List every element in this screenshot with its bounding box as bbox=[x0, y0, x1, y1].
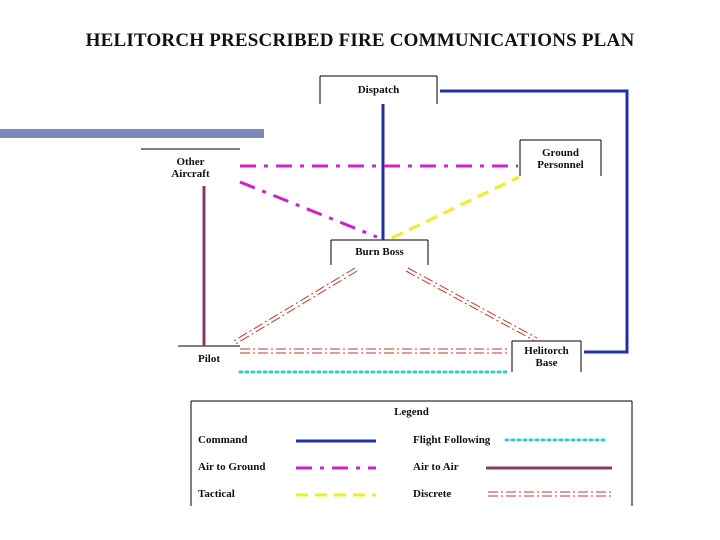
air-to-ground-other-aircraft-to-burn-boss bbox=[239, 180, 378, 239]
discrete-burn-boss-to-helitorch-base-b bbox=[405, 270, 536, 342]
discrete-burn-boss-to-helitorch-base-a bbox=[407, 267, 538, 339]
legend-label-command: Command bbox=[198, 434, 248, 446]
node-dispatch: Dispatch bbox=[320, 84, 437, 96]
legend-label-air-to-air: Air to Air bbox=[413, 461, 459, 473]
legend-label-tactical: Tactical bbox=[198, 488, 235, 500]
node-frames bbox=[141, 75, 602, 372]
legend-label-flight-following: Flight Following bbox=[413, 434, 491, 446]
legend-label-air-to-ground: Air to Ground bbox=[198, 461, 266, 473]
legend-heading: Legend bbox=[394, 406, 429, 418]
node-dispatch-label: Dispatch bbox=[357, 84, 400, 96]
discrete-links bbox=[231, 267, 538, 354]
node-other-aircraft-label-line2: Aircraft bbox=[171, 168, 210, 180]
legend-box bbox=[190, 400, 633, 506]
node-helitorch-base-label-line1: Helitorch bbox=[524, 345, 569, 357]
node-ground-personnel-label-line1: Ground bbox=[541, 147, 580, 159]
tactical-links bbox=[391, 175, 520, 240]
page-title: HELITORCH PRESCRIBED FIRE COMMUNICATIONS… bbox=[85, 30, 635, 51]
accent-bar bbox=[0, 129, 264, 138]
legend-label-discrete: Discrete bbox=[413, 488, 452, 500]
node-helitorch-base: Helitorch Base bbox=[512, 345, 581, 369]
node-burn-boss: Burn Boss bbox=[331, 246, 428, 258]
node-other-aircraft: Other Aircraft bbox=[141, 156, 240, 180]
command-links bbox=[381, 89, 629, 354]
node-pilot: Pilot bbox=[178, 353, 240, 365]
discrete-burn-boss-to-pilot-b bbox=[233, 270, 358, 346]
node-ground-personnel-label-line2: Personnel bbox=[537, 159, 584, 171]
node-helitorch-base-label-line2: Base bbox=[535, 357, 558, 369]
command-dispatch-to-helitorch-base bbox=[440, 89, 629, 354]
node-burn-boss-label: Burn Boss bbox=[355, 246, 404, 258]
node-other-aircraft-label-line1: Other bbox=[176, 156, 205, 168]
node-ground-personnel: Ground Personnel bbox=[520, 147, 601, 171]
tactical-burn-boss-to-ground-personnel bbox=[391, 175, 520, 240]
air-to-ground-links bbox=[239, 164, 518, 239]
discrete-burn-boss-to-pilot-a bbox=[231, 267, 356, 343]
node-pilot-label: Pilot bbox=[198, 353, 220, 365]
legend-swatches bbox=[296, 438, 612, 497]
